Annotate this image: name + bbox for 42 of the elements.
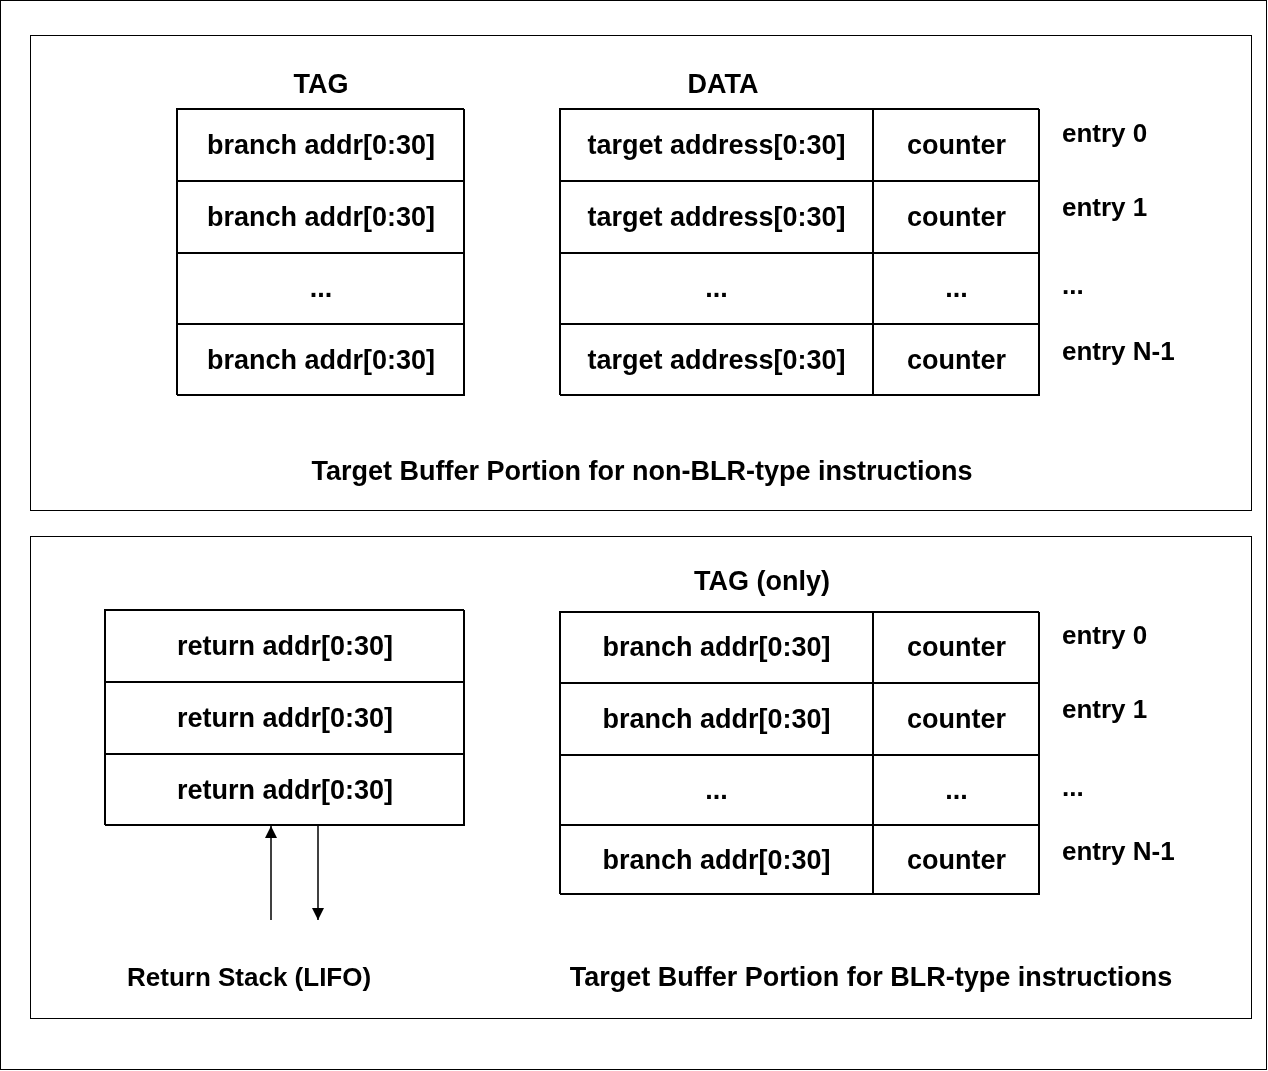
table-cell: return addr[0:30] (105, 682, 465, 754)
panel-frame (30, 35, 1252, 511)
table-cell: counter (873, 324, 1040, 396)
table-cell: counter (873, 181, 1040, 253)
arrow (312, 825, 324, 921)
row-label: entry 0 (1062, 118, 1148, 149)
table-cell: branch addr[0:30] (560, 825, 873, 895)
table-cell: ... (560, 253, 873, 324)
table-cell: branch addr[0:30] (177, 109, 465, 181)
row-label: entry 1 (1062, 192, 1148, 223)
table-cell: target address[0:30] (560, 324, 873, 396)
table-heading: TAG (293, 69, 349, 100)
table-cell: ... (177, 253, 465, 324)
row-label: ... (1062, 270, 1084, 301)
table-cell: ... (873, 253, 1040, 324)
table-cell: branch addr[0:30] (177, 181, 465, 253)
arrow (265, 825, 277, 921)
table-cell: target address[0:30] (560, 109, 873, 181)
table-frame (104, 609, 464, 825)
table-cell: counter (873, 683, 1040, 755)
table-cell: return addr[0:30] (105, 610, 465, 682)
row-label: ... (1062, 772, 1084, 803)
row-label: entry N-1 (1062, 336, 1175, 367)
table-cell: counter (873, 109, 1040, 181)
table-cell: ... (560, 755, 873, 825)
row-label: entry 0 (1062, 620, 1148, 651)
row-label: entry 1 (1062, 694, 1148, 725)
table-cell: target address[0:30] (560, 181, 873, 253)
row-label: Return Stack (LIFO) (127, 962, 372, 993)
table-cell: counter (873, 612, 1040, 683)
panel-caption: Target Buffer Portion for BLR-type instructions (569, 962, 1173, 993)
table-cell: ... (873, 755, 1040, 825)
table-heading: DATA (687, 69, 759, 100)
table-cell: branch addr[0:30] (560, 683, 873, 755)
row-label: entry N-1 (1062, 836, 1175, 867)
table-cell: branch addr[0:30] (560, 612, 873, 683)
table-cell: counter (873, 825, 1040, 895)
table-cell: return addr[0:30] (105, 754, 465, 826)
panel-caption: Target Buffer Portion for non-BLR-type instructions (311, 456, 973, 487)
table-heading: TAG (only) (694, 566, 830, 597)
panel-frame (30, 536, 1252, 1019)
table-cell: branch addr[0:30] (177, 324, 465, 396)
